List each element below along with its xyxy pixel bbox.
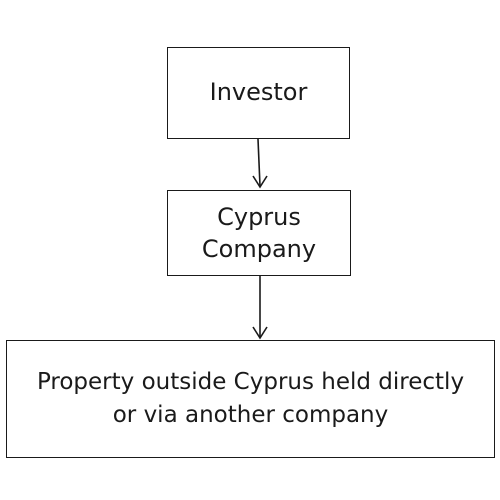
property-box: Property outside Cyprus held directly or… [6, 340, 495, 458]
cyprus-company-label: Cyprus Company [201, 202, 317, 263]
cyprus-company-box: Cyprus Company [167, 190, 351, 276]
investor-label: Investor [209, 78, 308, 107]
arrow-investor-to-cyprus-company [252, 138, 268, 189]
investor-box: Investor [167, 47, 350, 139]
arrow-cyprus-company-to-property [252, 276, 268, 340]
property-label: Property outside Cyprus held directly or… [36, 368, 465, 428]
